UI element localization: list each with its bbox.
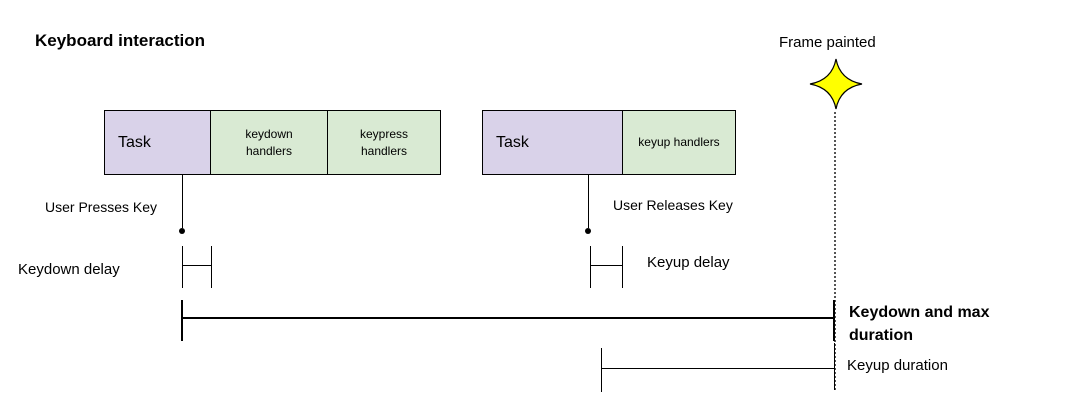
keyup-delay-start-tick (590, 246, 591, 288)
press-event-arrowhead (179, 228, 185, 234)
keydown-delay-label: Keydown delay (18, 261, 120, 278)
keyup-duration-end-tick (834, 343, 835, 390)
task-group-keydown: Task keydown handlers keypress handlers (104, 110, 441, 175)
task-box: Task (482, 110, 623, 175)
keydown-duration-end-tick (833, 300, 835, 341)
user-presses-key-label: User Presses Key (45, 199, 158, 215)
sparkle-star-icon (809, 58, 863, 110)
frame-painted-label: Frame painted (779, 34, 876, 51)
keydown-max-duration-label: Keydown and max duration (849, 304, 990, 344)
page-title: Keyboard interaction (35, 31, 206, 50)
keydown-delay-end-tick (211, 246, 212, 288)
keyup-duration-span (601, 368, 834, 369)
keyup-delay-span (590, 265, 623, 266)
keydown-delay-start-tick (182, 246, 183, 288)
keyup-handlers-box: keyup handlers (622, 110, 736, 175)
press-event-arrow (182, 175, 183, 228)
task-box: Task (104, 110, 211, 175)
keyup-delay-label: Keyup delay (647, 254, 730, 271)
keydown-duration-start-tick (181, 300, 183, 341)
task-group-keyup: Task keyup handlers (482, 110, 736, 175)
frame-painted-timeline (834, 112, 836, 390)
keyup-duration-label: Keyup duration (847, 357, 948, 374)
keyup-duration-start-tick (601, 348, 602, 392)
keyup-delay-end-tick (622, 246, 623, 288)
release-event-arrow (588, 175, 589, 228)
keydown-delay-span (182, 265, 212, 266)
keypress-handlers-box: keypress handlers (327, 110, 441, 175)
keydown-duration-span (182, 317, 833, 319)
release-event-arrowhead (585, 228, 591, 234)
user-releases-key-label: User Releases Key (613, 197, 733, 213)
keydown-handlers-box: keydown handlers (210, 110, 328, 175)
